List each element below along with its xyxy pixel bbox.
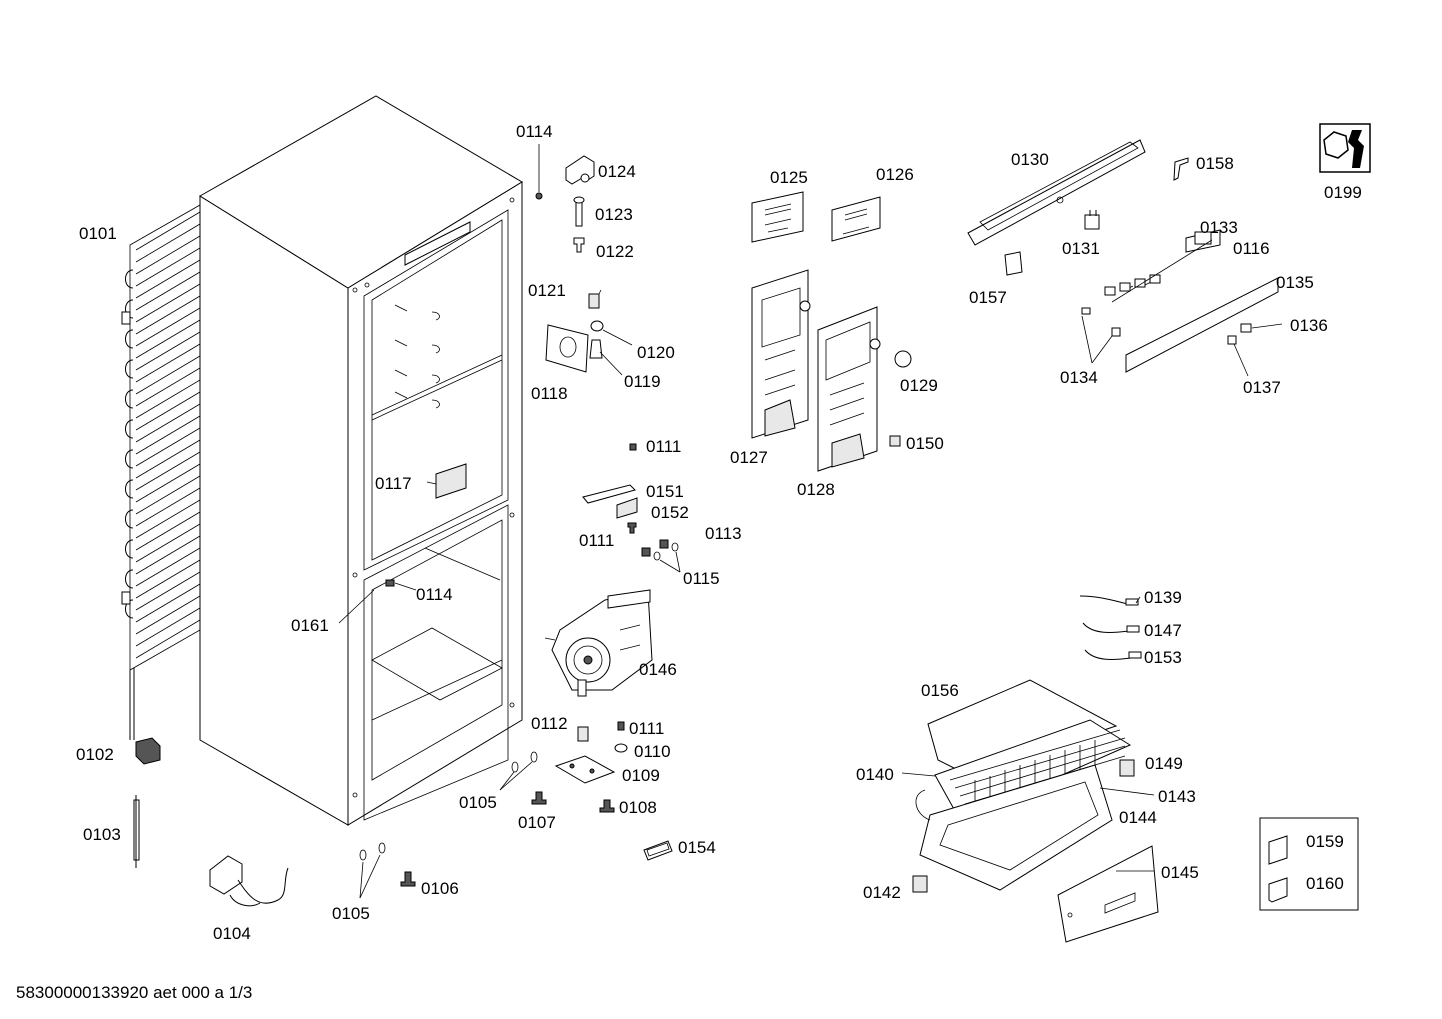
part-label: 0158 <box>1196 154 1234 173</box>
part-label: 0112 <box>531 714 568 733</box>
part-label: 0161 <box>291 616 329 635</box>
part-label: 0136 <box>1290 316 1328 335</box>
part-label: 0125 <box>770 168 808 187</box>
part-label: 0123 <box>595 205 633 224</box>
part-label: 0102 <box>76 745 114 764</box>
part-label: 0152 <box>651 503 689 522</box>
part-label: 0154 <box>678 838 716 857</box>
part-label: 0128 <box>797 480 835 499</box>
part-label: 0144 <box>1119 808 1157 827</box>
part-label: 0133 <box>1200 218 1238 237</box>
part-label: 0151 <box>646 482 684 501</box>
part-label: 0118 <box>531 384 568 403</box>
sensor-wires <box>1079 595 1142 661</box>
part-label: 0114 <box>416 585 453 604</box>
part-label: 0142 <box>863 883 901 902</box>
part-label: 0111 <box>629 719 664 738</box>
leader-lines <box>338 144 1283 899</box>
part-label: 0106 <box>421 879 459 898</box>
control-module <box>967 139 1279 373</box>
part-label: 0103 <box>83 825 121 844</box>
part-label: 0117 <box>375 474 412 493</box>
part-label: 0108 <box>619 798 657 817</box>
part-label: 0139 <box>1144 588 1182 607</box>
part-label: 0105 <box>332 904 370 923</box>
part-label: 0126 <box>876 165 914 184</box>
part-label: 0127 <box>730 448 768 467</box>
part-label: 0134 <box>1060 368 1098 387</box>
fan-assembly <box>544 589 653 697</box>
part-label: 0140 <box>856 765 894 784</box>
part-label: 0104 <box>213 924 251 943</box>
part-label: 0156 <box>921 681 959 700</box>
part-label: 0116 <box>1233 239 1270 258</box>
fridge-cabinet <box>199 95 523 826</box>
part-label: 0159 <box>1306 832 1344 851</box>
part-label: 0149 <box>1145 754 1183 773</box>
hinge-parts <box>535 155 604 373</box>
part-label: 0122 <box>596 242 634 261</box>
part-label: 0109 <box>622 766 660 785</box>
part-label: 0110 <box>634 742 671 761</box>
part-labels: 0101 0102 0103 0104 0105 0105 0106 0107 … <box>76 122 1362 943</box>
condenser-coil <box>121 204 201 740</box>
evaporator-assembly <box>912 679 1159 943</box>
part-label: 0111 <box>579 531 614 550</box>
part-label: 0137 <box>1243 378 1281 397</box>
part-label: 0107 <box>518 813 556 832</box>
part-label: 0119 <box>624 372 661 391</box>
part-label: 0135 <box>1276 273 1314 292</box>
part-label: 0147 <box>1144 621 1182 640</box>
part-label: 0101 <box>79 224 117 243</box>
part-label: 0105 <box>459 793 497 812</box>
lower-middle-parts <box>511 721 673 861</box>
part-label: 0115 <box>683 569 720 588</box>
document-code: 58300000133920 aet 000 a 1/3 <box>16 983 252 1002</box>
part-label: 0121 <box>528 281 566 300</box>
wrench-nut-icon <box>1319 123 1371 173</box>
part-label: 0120 <box>637 343 675 362</box>
part-label: 0199 <box>1324 183 1362 202</box>
part-label: 0113 <box>705 524 742 543</box>
part-label: 0129 <box>900 376 938 395</box>
part-label: 0157 <box>969 288 1007 307</box>
part-label: 0150 <box>906 434 944 453</box>
part-label: 0160 <box>1306 874 1344 893</box>
part-label: 0124 <box>598 162 636 181</box>
bottom-left-parts <box>133 737 416 907</box>
accessory-box <box>1259 817 1359 911</box>
part-label: 0131 <box>1062 239 1100 258</box>
control-panels <box>751 191 912 472</box>
part-label: 0143 <box>1158 787 1196 806</box>
part-label: 0130 <box>1011 150 1049 169</box>
middle-small-parts <box>385 443 679 587</box>
part-label: 0145 <box>1161 863 1199 882</box>
part-label: 0146 <box>639 660 677 679</box>
part-label: 0111 <box>646 437 681 456</box>
part-label: 0153 <box>1144 648 1182 667</box>
part-label: 0114 <box>516 122 553 141</box>
